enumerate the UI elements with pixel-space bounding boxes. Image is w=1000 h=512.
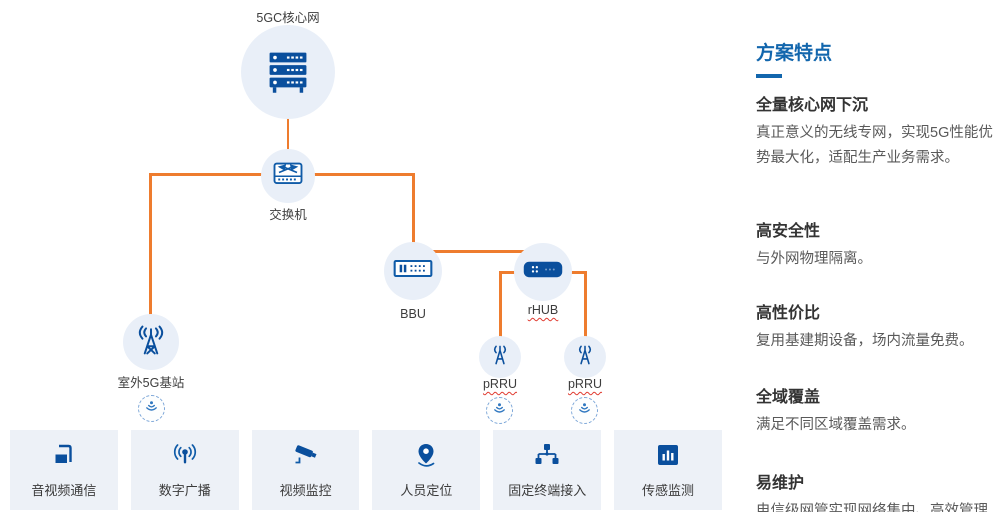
service-card-label: 固定终端接入 — [508, 483, 587, 498]
service-card-label: 人员定位 — [400, 483, 453, 498]
service-card-label: 音视频通信 — [31, 483, 97, 498]
feature-heading-cost: 高性价比 — [756, 304, 821, 322]
cctv-camera-icon — [292, 441, 320, 474]
bbu-icon — [393, 259, 433, 283]
wifi-signal-icon — [492, 401, 507, 420]
feature-heading-security: 高安全性 — [756, 222, 821, 240]
core-node — [241, 25, 335, 119]
service-cards-row: 音视频通信 数字广播 — [10, 430, 722, 510]
service-card-video-surveillance: 视频监控 — [251, 430, 360, 510]
feature-heading-core-sink: 全量核心网下沉 — [756, 96, 869, 114]
wifi-signal-icon — [577, 401, 592, 420]
server-rack-icon — [262, 44, 314, 101]
switch-icon — [271, 159, 305, 194]
prru1-node — [479, 336, 521, 378]
outdoor-bts-node — [123, 314, 179, 370]
coverage-badge — [138, 395, 165, 422]
connector-to-prru2 — [584, 271, 587, 341]
core-node-label: 5GC核心网 — [256, 11, 320, 25]
feature-body-security: 与外网物理隔离。 — [756, 250, 872, 267]
outdoor-bts-node-label: 室外5G基站 — [117, 376, 185, 390]
bar-chart-icon — [654, 441, 682, 474]
service-card-sensor-monitoring: 传感监测 — [614, 430, 722, 510]
network-topology-diagram: 5GC核心网 — [117, 11, 606, 424]
rhub-icon — [523, 261, 563, 283]
feature-body-coverage: 满足不同区域覆盖需求。 — [756, 416, 916, 433]
service-card-label: 数字广播 — [158, 483, 211, 498]
features-panel-title: 方案特点 — [756, 43, 833, 64]
feature-body-core-sink: 真正意义的无线专网，实现5G性能优势最大化，适配生产业务需求。 — [756, 124, 993, 166]
prru2-node — [564, 336, 606, 378]
bbu-node — [384, 242, 442, 300]
service-card-av-communication: 音视频通信 — [10, 430, 118, 510]
service-card-personnel-location: 人员定位 — [372, 430, 481, 510]
switch-node — [261, 149, 315, 203]
service-card-label: 传感监测 — [642, 483, 695, 498]
broadcast-icon — [171, 441, 199, 474]
antenna-icon — [489, 343, 511, 372]
coverage-badge — [571, 397, 598, 424]
connector-to-bbu — [412, 173, 415, 248]
rhub-node-label: rHUB — [527, 303, 559, 317]
rhub-node — [514, 243, 572, 301]
coverage-badge — [486, 397, 513, 424]
connector-core-switch — [286, 110, 289, 155]
features-panel: 方案特点 全量核心网下沉 真正意义的无线专网，实现5G性能优势最大化，适配生产业… — [756, 0, 994, 512]
wifi-signal-icon — [144, 399, 159, 418]
intercom-icon — [50, 441, 78, 474]
connector-to-prru1 — [499, 271, 502, 341]
antenna-icon — [574, 343, 596, 372]
connector-to-outdoor — [149, 173, 152, 321]
feature-body-cost: 复用基建期设备，场内流量免费。 — [756, 332, 974, 349]
prru2-node-label: pRRU — [567, 377, 603, 391]
service-card-label: 视频监控 — [279, 483, 332, 498]
switch-node-label: 交换机 — [269, 208, 307, 222]
connector-bbu-rhub — [413, 250, 544, 253]
service-card-digital-broadcast: 数字广播 — [130, 430, 239, 510]
service-card-fixed-terminal-access: 固定终端接入 — [493, 430, 602, 510]
feature-heading-maintenance: 易维护 — [756, 474, 805, 492]
network-tree-icon — [533, 441, 561, 474]
prru1-node-label: pRRU — [482, 377, 518, 391]
feature-body-maintenance: 电信级网管实现网络集中、高效管理与维护。 — [756, 502, 988, 512]
location-pin-icon — [412, 441, 440, 474]
signal-tower-icon — [134, 323, 168, 362]
bbu-node-label: BBU — [400, 307, 426, 321]
title-accent-bar — [756, 74, 782, 78]
feature-heading-coverage: 全域覆盖 — [756, 388, 821, 406]
